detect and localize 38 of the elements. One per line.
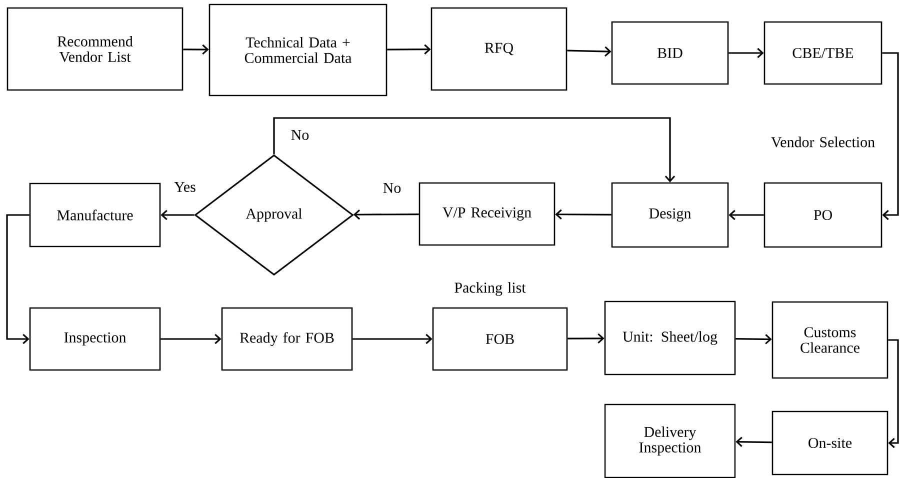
arrow (352, 334, 432, 344)
arrow (568, 333, 604, 344)
process-box: FOB (432, 307, 568, 371)
process-box: Delivery Inspection (604, 404, 736, 478)
arrow (728, 210, 764, 220)
process-box: PO (764, 182, 882, 248)
note-label: Packing list (454, 282, 526, 296)
arrow (888, 339, 899, 448)
arrow (273, 117, 676, 182)
arrow (160, 210, 194, 220)
arrow (882, 52, 899, 220)
process-box: RFQ (430, 7, 568, 91)
process-box: Manufacture (29, 182, 161, 248)
edge-label: No (291, 130, 309, 140)
process-box: Inspection (29, 307, 161, 371)
edge-label: No (383, 183, 401, 193)
arrow (736, 334, 772, 344)
arrow (736, 436, 772, 447)
note-label: Vendor Selection (771, 136, 875, 148)
process-box: Unit: Sheet/log (604, 300, 736, 376)
process-box: Design (611, 182, 729, 248)
process-box: Technical Data + Commercial Data (208, 4, 388, 96)
arrow (387, 44, 431, 54)
process-box: Ready for FOB (221, 307, 353, 371)
process-box: BID (611, 21, 729, 85)
process-box: On-site (772, 410, 888, 476)
arrow (567, 46, 612, 57)
arrow (555, 209, 612, 220)
process-box: CBE/TBE (764, 21, 882, 85)
arrow (160, 334, 222, 344)
edge-label: Yes (174, 182, 196, 192)
process-box: Recommend Vendor List (6, 7, 184, 91)
process-box: Customs Clearance (772, 301, 888, 379)
arrow (183, 44, 209, 55)
arrow (728, 48, 764, 58)
arrow (353, 210, 419, 220)
arrow (6, 214, 30, 344)
process-box: V/P Receivign (418, 182, 556, 246)
